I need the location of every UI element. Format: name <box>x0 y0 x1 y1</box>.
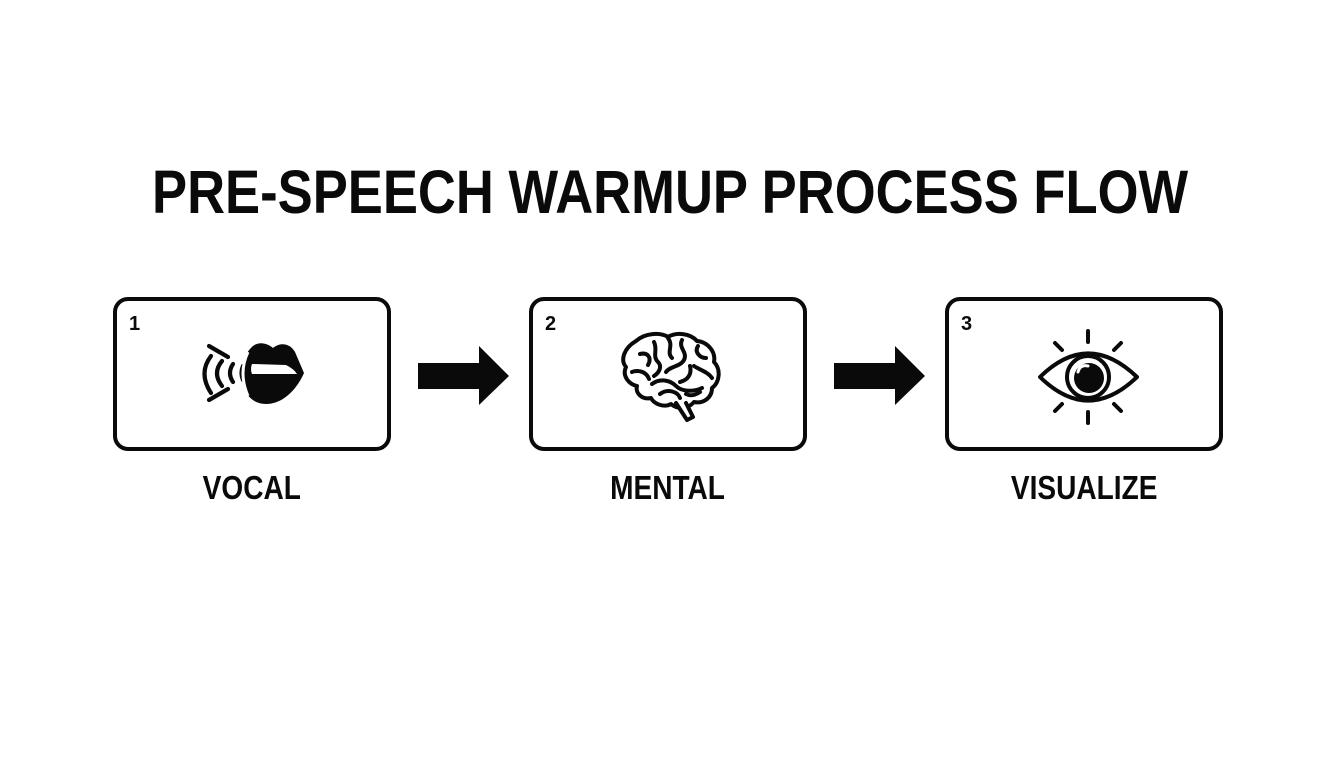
step-label-text: MENTAL <box>610 469 726 506</box>
step-label-visualize: VISUALIZE <box>945 468 1223 508</box>
step-box-vocal: 1 <box>113 297 391 451</box>
brain-icon <box>621 331 721 422</box>
eye-icon <box>1038 329 1139 425</box>
step-label-mental: MENTAL <box>529 468 807 508</box>
step-label-text: VOCAL <box>202 469 302 506</box>
arrow-right-icon <box>834 346 925 405</box>
arrow-right-icon <box>418 346 509 405</box>
step-box-mental: 2 <box>529 297 807 451</box>
step-number: 2 <box>545 313 557 335</box>
step-label-vocal: VOCAL <box>113 468 391 508</box>
diagram-title-text: PRE-SPEECH WARMUP PROCESS FLOW <box>152 158 1189 226</box>
step-number: 3 <box>961 313 973 335</box>
lips-sound-icon <box>202 343 304 404</box>
step-number: 1 <box>129 313 141 335</box>
diagram-title: PRE-SPEECH WARMUP PROCESS FLOW <box>152 157 1188 227</box>
step-box-visualize: 3 <box>945 297 1223 451</box>
step-label-text: VISUALIZE <box>1010 469 1158 506</box>
